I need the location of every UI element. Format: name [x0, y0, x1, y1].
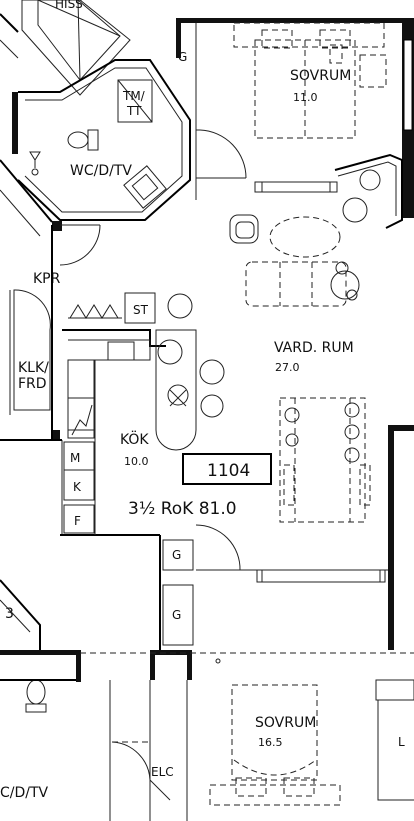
wc-bottom-label: C/D/TV: [0, 785, 49, 801]
hiss-label: HISS: [55, 0, 83, 11]
bedroom-bottom: SOVRUM 16.5 L: [186, 679, 414, 821]
bedroom-bottom-label: SOVRUM: [255, 715, 316, 731]
wc-top-label: WC/D/TV: [70, 163, 132, 179]
dining-table-icon: [279, 397, 371, 523]
kitchen-island-icon: [155, 293, 225, 451]
bed-icon: [254, 29, 356, 139]
plant-icon: [330, 169, 381, 301]
lower-corridor: ELC: [80, 652, 414, 821]
kitchen: M K F KÖK 10.0 ST: [60, 292, 225, 650]
kitchen-area: 10.0: [124, 455, 149, 468]
living-room: VARD. RUM 27.0: [229, 169, 388, 583]
elc-label: ELC: [151, 765, 174, 779]
elevator-shaft: HISS: [21, 0, 131, 96]
st-label: ST: [133, 303, 149, 317]
drain-icon: [29, 151, 41, 176]
bedroom-bottom-area: 16.5: [258, 736, 283, 749]
bedroom-top-label: SOVRUM: [290, 68, 351, 84]
apartment-number: 1104: [207, 461, 250, 481]
g-mark-top: G: [178, 50, 187, 64]
tmtt-label-2: TT: [126, 104, 142, 118]
living-room-label: VARD. RUM: [274, 340, 354, 356]
wardrobes: G G: [162, 524, 241, 664]
apartment-summary: 3½ RoK 81.0: [128, 499, 237, 519]
bathroom-bottom: 3 C/D/TV: [0, 579, 76, 801]
unit-3-label: 3: [5, 606, 14, 622]
exterior-walls: [0, 18, 414, 682]
apartment-number-box: [182, 453, 272, 485]
kitchen-label: KÖK: [120, 430, 149, 448]
bathroom-top: TM/ TT WC/D/TV: [0, 13, 191, 237]
mark-f: F: [74, 514, 81, 528]
mark-k: K: [73, 480, 82, 494]
g-mark-mid: G: [172, 548, 181, 562]
living-room-area: 27.0: [275, 361, 300, 374]
kpr-label: KPR: [33, 271, 61, 287]
l-right-mark: L: [398, 735, 405, 749]
mark-m: M: [70, 451, 80, 465]
bedroom-top-area: 11.0: [293, 91, 318, 104]
toilet-icon-bottom: [25, 679, 47, 713]
tmtt-label-1: TM/: [122, 89, 146, 103]
bed-icon-bottom: [231, 684, 318, 797]
dishwasher-icon: [67, 397, 95, 439]
toilet-icon: [67, 129, 99, 151]
apartment-info: 1104 3½ RoK 81.0: [128, 453, 272, 519]
washer-icon: [123, 165, 167, 209]
sofa-icon: [245, 261, 347, 307]
klk-label-1: KLK/: [18, 360, 49, 376]
f-cabinet: [63, 504, 95, 534]
fridge-cabinet: [63, 469, 95, 501]
hallway: KPR KLK/ FRD: [0, 224, 101, 441]
bedroom-top: SOVRUM 11.0 G: [178, 22, 403, 229]
klk-label-2: FRD: [18, 376, 47, 392]
armchair-icon: [229, 214, 259, 244]
g-mark-low: G: [172, 608, 181, 622]
